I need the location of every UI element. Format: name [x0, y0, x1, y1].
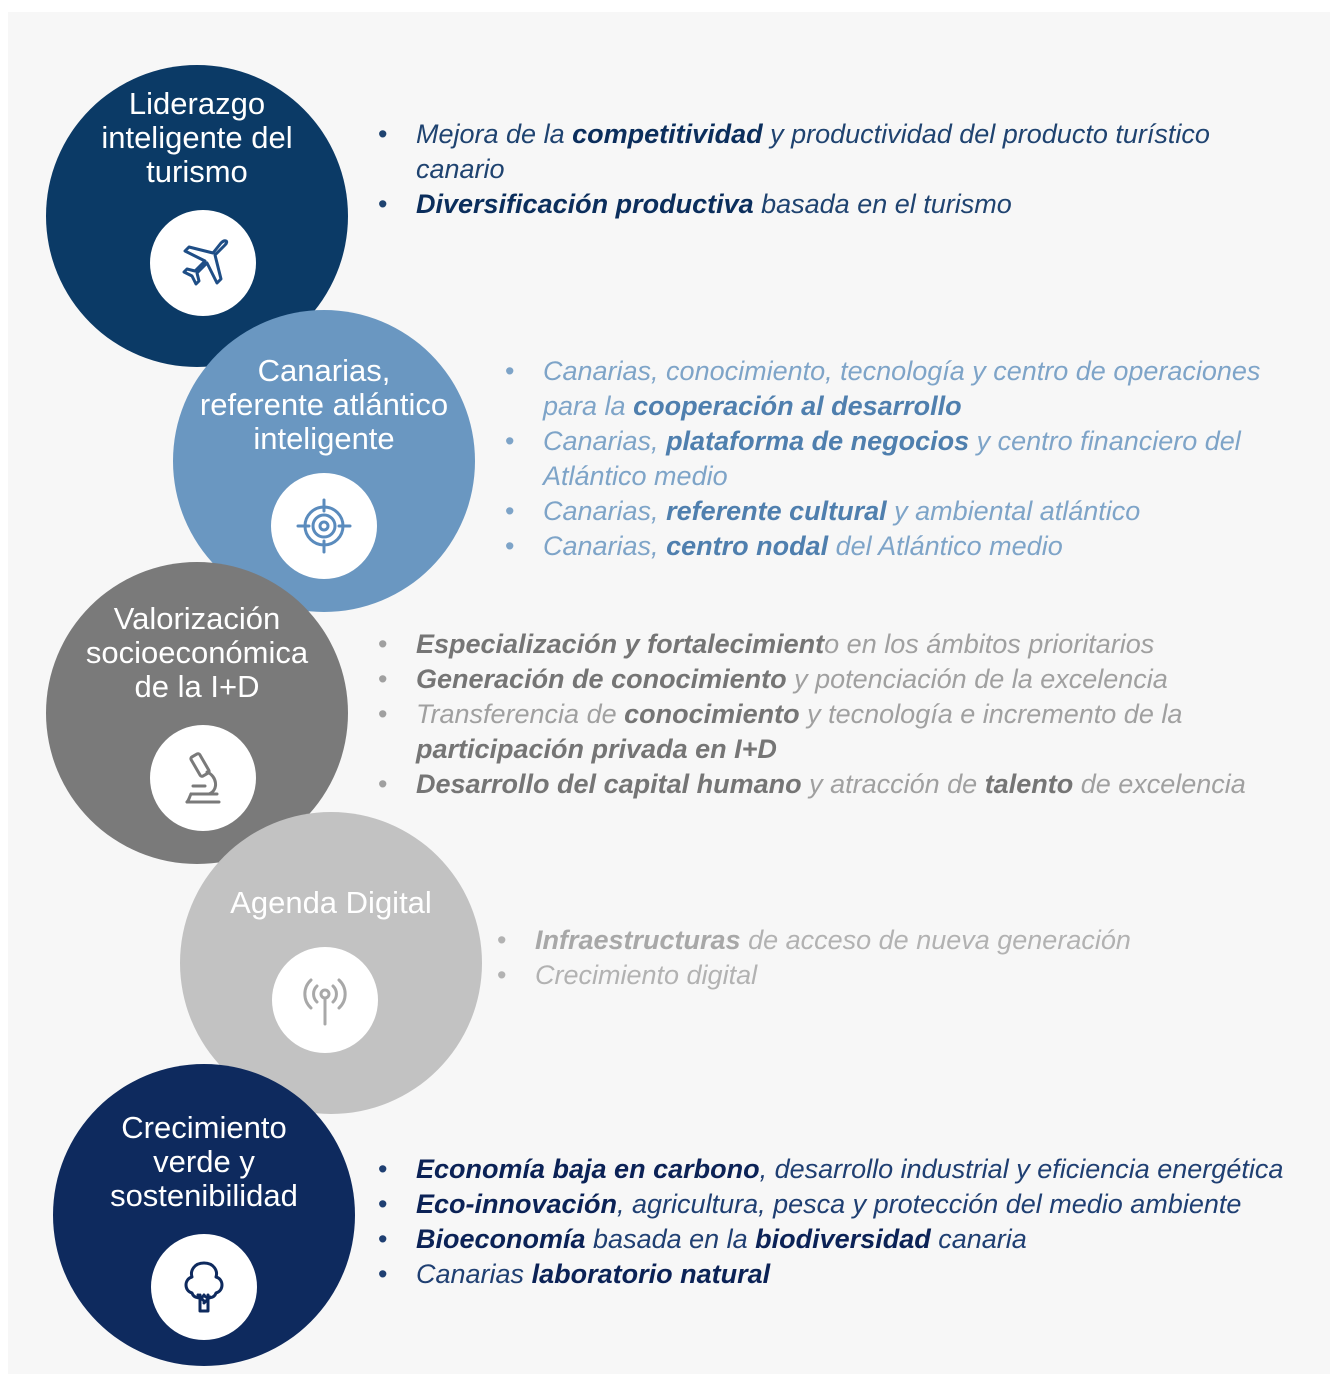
circle-canarias-referente: Canarias, referente atlántico inteligent…	[173, 310, 475, 612]
circle-title: Liderazgo inteligente del turismo	[101, 86, 293, 189]
bullet-text: y potenciación de la excelencia	[786, 664, 1168, 694]
bullet-bold-text: laboratorio natural	[531, 1259, 771, 1289]
bullet-item: Eco-innovación, agricultura, pesca y pro…	[378, 1187, 1308, 1222]
bullet-text: Crecimiento digital	[535, 960, 758, 990]
bullet-bold-text: biodiversidad	[755, 1224, 931, 1254]
icon-badge	[272, 947, 378, 1053]
tree-icon	[184, 1261, 224, 1313]
bullets-agenda-digital: Infraestructuras de acceso de nueva gene…	[497, 923, 1297, 993]
antenna-icon	[303, 978, 347, 1026]
bullets-canarias-referente: Canarias, conocimiento, tecnología y cen…	[505, 354, 1295, 564]
bullet-text: canaria	[930, 1224, 1027, 1254]
bullet-bold-text: conocimiento	[624, 699, 800, 729]
bullet-text: basada en el turismo	[753, 189, 1012, 219]
bullet-text: de excelencia	[1073, 769, 1246, 799]
bullet-bold-text: Economía baja en carbono	[416, 1154, 760, 1184]
bullet-item: Canarias, centro nodal del Atlántico med…	[505, 529, 1295, 564]
airplane-icon	[182, 239, 229, 286]
circle-crecimiento-verde: Crecimiento verde y sostenibilidad	[53, 1064, 355, 1366]
circle-liderazgo-turismo: Liderazgo inteligente del turismo	[46, 65, 348, 367]
bullet-bold-text: Especialización y fortalecimient	[416, 629, 825, 659]
bullets-valorizacion-id: Especialización y fortalecimiento en los…	[378, 627, 1278, 802]
bullet-bold-text: participación privada en I+D	[416, 734, 777, 764]
bullets-liderazgo-turismo: Mejora de la competitividad y productivi…	[378, 117, 1278, 222]
bullet-bold-text: referente cultural	[666, 496, 887, 526]
bullet-bold-text: Generación de conocimiento	[416, 664, 787, 694]
bullet-text: Transferencia de	[416, 699, 625, 729]
bullet-text: y ambiental atlántico	[886, 496, 1141, 526]
circle-title: Agenda Digital	[230, 885, 432, 920]
bullet-item: Canarias laboratorio natural	[378, 1257, 1308, 1292]
bullet-item: Desarrollo del capital humano y atracció…	[378, 767, 1278, 802]
bullet-text: y tecnología e incremento de la	[799, 699, 1183, 729]
bullet-item: Crecimiento digital	[497, 958, 1297, 993]
circle-title: Valorización socioeconómica de la I+D	[85, 601, 309, 704]
bullet-item: Transferencia de conocimiento y tecnolog…	[378, 697, 1278, 767]
diagram-canvas: Liderazgo inteligente del turismo Mejora…	[8, 12, 1330, 1374]
bullet-item: Canarias, plataforma de negocios y centr…	[505, 424, 1295, 494]
bullet-bold-text: Bioeconomía	[416, 1224, 586, 1254]
bullet-item: Economía baja en carbono, desarrollo ind…	[378, 1152, 1308, 1187]
bullet-text: y productividad del producto turístico c…	[416, 119, 1210, 184]
bullet-text: y atracción de	[801, 769, 985, 799]
bullet-text: Canarias,	[543, 496, 667, 526]
bullet-text: Canarias,	[543, 426, 667, 456]
bullet-text: , desarrollo industrial y eficiencia ene…	[759, 1154, 1284, 1184]
bullet-text: Mejora de la	[416, 119, 573, 149]
bullet-bold-text: talento	[984, 769, 1074, 799]
bullet-item: Bioeconomía basada en la biodiversidad c…	[378, 1222, 1308, 1257]
target-icon	[296, 498, 352, 554]
bullet-text: Canarias, conocimiento, tecnología y cen…	[543, 356, 1261, 421]
bullet-bold-text: Diversificación productiva	[416, 189, 754, 219]
microscope-icon	[185, 752, 221, 804]
bullets-crecimiento-verde: Economía baja en carbono, desarrollo ind…	[378, 1152, 1308, 1292]
icon-badge	[150, 210, 256, 316]
bullet-text: Canarias,	[543, 531, 667, 561]
bullet-text: , agricultura, pesca y protección del me…	[617, 1189, 1242, 1219]
bullet-bold-text: Eco-innovación	[416, 1189, 618, 1219]
bullet-item: Especialización y fortalecimiento en los…	[378, 627, 1278, 662]
bullet-text: o en los ámbitos prioritarios	[824, 629, 1155, 659]
bullet-bold-text: plataforma de negocios	[666, 426, 970, 456]
bullet-bold-text: competitividad	[572, 119, 763, 149]
bullet-text: y centro financiero del Atlántico medio	[543, 426, 1241, 491]
icon-badge	[150, 725, 256, 831]
bullet-text: Canarias	[416, 1259, 532, 1289]
bullet-bold-text: Infraestructuras	[535, 925, 741, 955]
circle-title: Crecimiento verde y sostenibilidad	[110, 1110, 298, 1213]
circle-agenda-digital: Agenda Digital	[180, 812, 482, 1114]
bullet-bold-text: cooperación al desarrollo	[633, 391, 962, 421]
bullet-text: basada en la	[585, 1224, 756, 1254]
bullet-item: Generación de conocimiento y potenciació…	[378, 662, 1278, 697]
bullet-item: Diversificación productiva basada en el …	[378, 187, 1278, 222]
circle-valorizacion-id: Valorización socioeconómica de la I+D	[46, 562, 348, 864]
bullet-text: de acceso de nueva generación	[740, 925, 1131, 955]
icon-badge	[151, 1234, 257, 1340]
bullet-bold-text: centro nodal	[666, 531, 829, 561]
bullet-item: Mejora de la competitividad y productivi…	[378, 117, 1278, 187]
bullet-item: Infraestructuras de acceso de nueva gene…	[497, 923, 1297, 958]
bullet-text: del Atlántico medio	[828, 531, 1063, 561]
bullet-item: Canarias, referente cultural y ambiental…	[505, 494, 1295, 529]
bullet-item: Canarias, conocimiento, tecnología y cen…	[505, 354, 1295, 424]
circle-title: Canarias, referente atlántico inteligent…	[199, 353, 449, 456]
bullet-bold-text: Desarrollo del capital humano	[416, 769, 802, 799]
icon-badge	[271, 473, 377, 579]
